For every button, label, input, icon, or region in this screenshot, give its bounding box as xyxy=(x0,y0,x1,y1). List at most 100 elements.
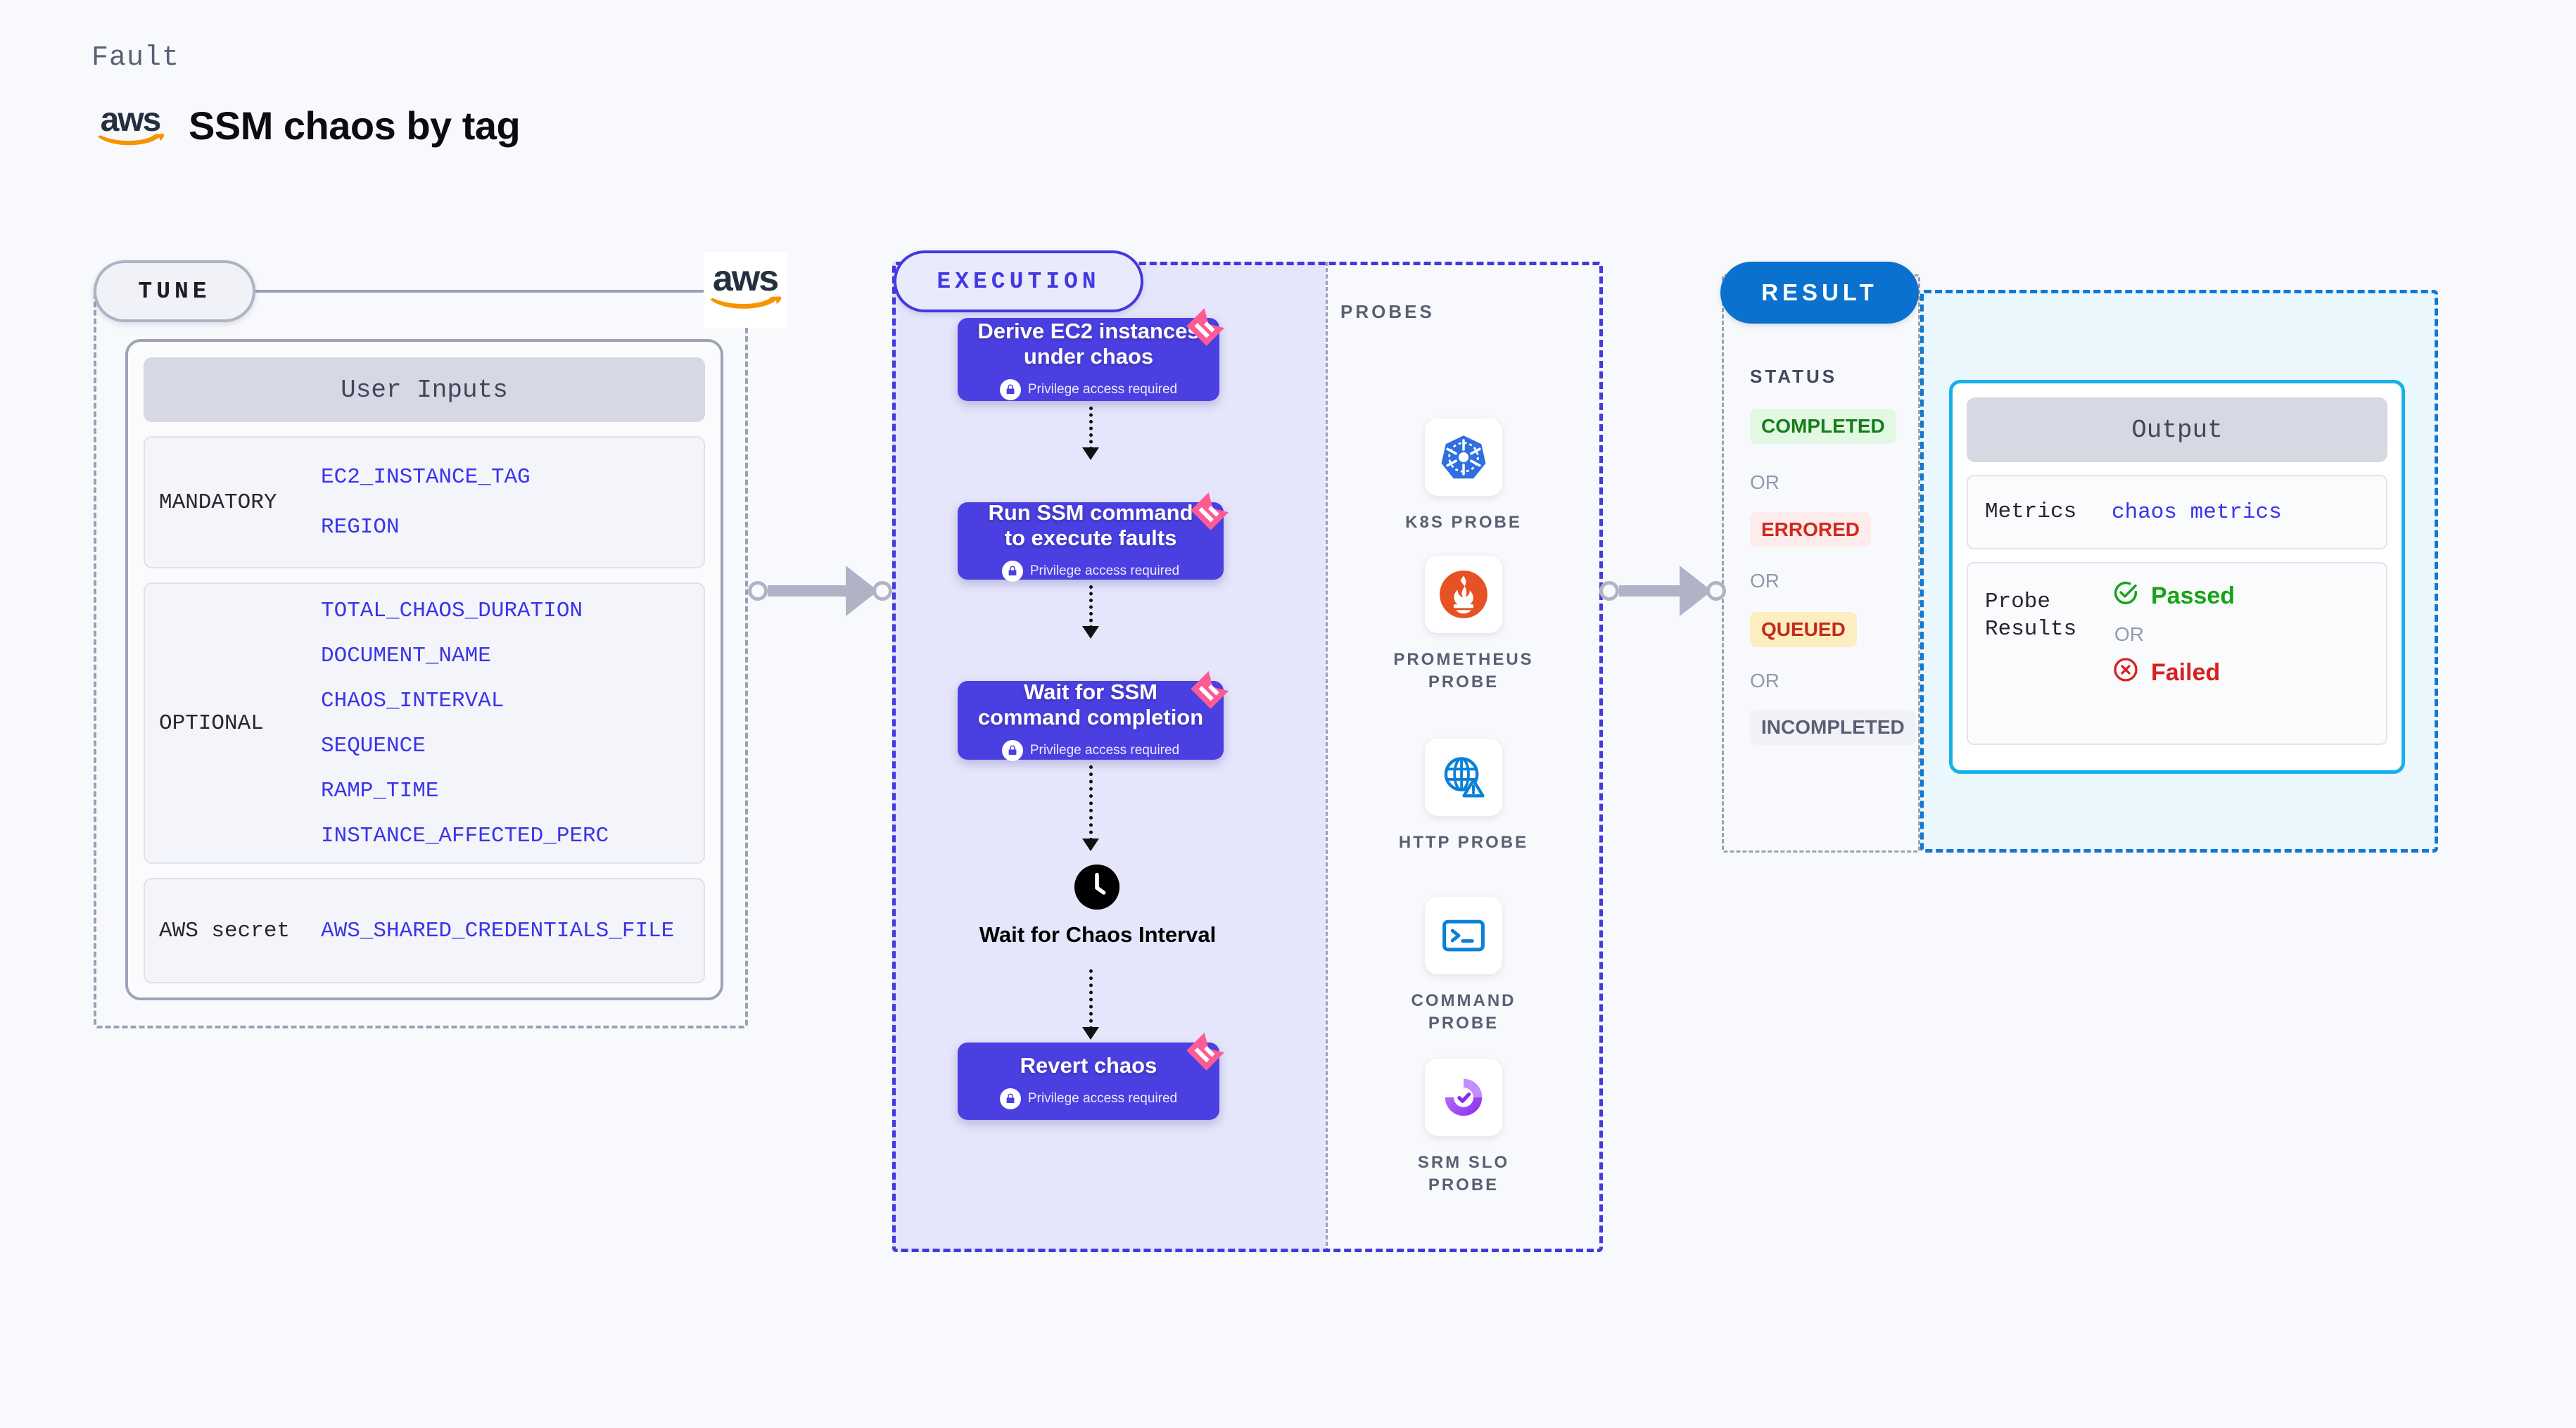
output-row-value[interactable]: chaos metrics xyxy=(2112,499,2282,525)
probes-label: PROBES xyxy=(1340,301,1435,322)
flow-connector-dashed xyxy=(1089,765,1093,841)
input-var[interactable]: EC2_INSTANCE_TAG xyxy=(321,465,531,490)
user-inputs-title: User Inputs xyxy=(144,357,705,422)
flow-connector-dashed xyxy=(1089,407,1093,450)
output-title: Output xyxy=(1967,397,2387,462)
lock-icon xyxy=(999,1088,1021,1109)
lock-icon xyxy=(999,378,1021,400)
or-separator: OR xyxy=(1750,670,1779,691)
connector-execution-to-result xyxy=(1599,566,1726,616)
status-badge-incompleted: INCOMPLETED xyxy=(1750,710,1916,745)
execution-step-card[interactable]: Derive EC2 instances under chaos Privile… xyxy=(958,307,1225,401)
output-row-metrics: Metrics chaos metrics xyxy=(1967,475,2387,549)
output-row-label: Metrics xyxy=(1985,499,2077,524)
status-badge-errored: ERRORED xyxy=(1750,512,1872,547)
privilege-note: Privilege access required xyxy=(1001,739,1180,761)
probe-k8s[interactable]: K8S PROBE xyxy=(1393,419,1534,534)
aws-logo-tune-text: aws xyxy=(712,258,779,299)
kubernetes-icon xyxy=(1425,419,1502,496)
input-group-label: AWS secret xyxy=(159,918,291,943)
privilege-note-text: Privilege access required xyxy=(1027,1090,1178,1106)
input-var[interactable]: SEQUENCE xyxy=(321,733,426,758)
tune-badge[interactable]: TUNE xyxy=(94,260,255,322)
probe-result-failed-text: Failed xyxy=(2151,659,2221,686)
or-separator: OR xyxy=(1750,471,1779,493)
probe-srm-slo[interactable]: SRM SLO PROBE xyxy=(1393,1059,1534,1197)
flow-connector-arrow xyxy=(1082,626,1099,639)
flow-connector-arrow xyxy=(1082,447,1099,460)
execution-step-title: Derive EC2 instances under chaos xyxy=(977,319,1200,369)
connector-start-dot xyxy=(748,581,768,601)
aws-logo: aws xyxy=(91,101,169,150)
aws-smile-icon xyxy=(710,296,782,309)
title-row: aws SSM chaos by tag xyxy=(91,101,521,150)
privilege-note-text: Privilege access required xyxy=(1029,563,1180,578)
connector-bar xyxy=(1619,585,1680,597)
status-badge-completed: COMPLETED xyxy=(1750,409,1896,444)
status-label: STATUS xyxy=(1750,366,1838,387)
privilege-note: Privilege access required xyxy=(999,378,1178,400)
lock-icon xyxy=(1001,739,1023,761)
http-globe-icon xyxy=(1425,739,1502,816)
aws-logo-tune: aws xyxy=(704,252,787,328)
result-status-region xyxy=(1722,274,1920,853)
harness-ribbon-icon xyxy=(1191,670,1229,709)
probe-result-passed-text: Passed xyxy=(2151,582,2235,609)
output-row-label: Probe Results xyxy=(1985,589,2077,642)
execution-step-title: Run SSM command to execute faults xyxy=(988,500,1193,550)
execution-final-step-card[interactable]: Revert chaos Privilege access required xyxy=(958,1032,1225,1120)
input-var[interactable]: INSTANCE_AFFECTED_PERC xyxy=(321,823,609,848)
harness-ribbon-icon xyxy=(1186,307,1225,346)
wait-chaos-interval-label: Wait for Chaos Interval xyxy=(979,922,1217,947)
execution-step-title: Revert chaos xyxy=(1020,1053,1157,1078)
output-row-probe-results: Probe Results Passed OR xyxy=(1967,562,2387,745)
result-badge[interactable]: RESULT xyxy=(1720,262,1919,324)
check-circle-icon xyxy=(2112,579,2140,613)
srm-slo-icon xyxy=(1425,1059,1502,1136)
execution-step-card[interactable]: Run SSM command to execute faults Privil… xyxy=(958,492,1229,582)
execution-step-title: Wait for SSM command completion xyxy=(977,680,1204,729)
probe-label: SRM SLO PROBE xyxy=(1417,1153,1510,1195)
flow-connector-dashed xyxy=(1089,969,1093,1030)
fault-kicker: Fault xyxy=(91,42,180,74)
probe-http[interactable]: HTTP PROBE xyxy=(1393,739,1534,854)
output-card: Output Metrics chaos metrics Probe Resul… xyxy=(1949,380,2405,774)
probe-result-passed: Passed xyxy=(2112,579,2235,613)
input-group-mandatory: MANDATORY EC2_INSTANCE_TAG REGION xyxy=(144,436,705,568)
prometheus-icon xyxy=(1425,556,1502,633)
or-separator: OR xyxy=(2114,623,2144,645)
aws-logo-text: aws xyxy=(100,101,162,139)
harness-ribbon-icon xyxy=(1186,1032,1225,1071)
privilege-note: Privilege access required xyxy=(1001,560,1180,582)
input-var[interactable]: REGION xyxy=(321,515,400,540)
privilege-note-text: Privilege access required xyxy=(1027,381,1178,397)
user-inputs-card: User Inputs MANDATORY EC2_INSTANCE_TAG R… xyxy=(125,339,723,1000)
tune-connector-dashline xyxy=(255,290,748,293)
clock-icon xyxy=(1074,865,1119,910)
lock-icon xyxy=(1001,560,1023,582)
execution-badge[interactable]: EXECUTION xyxy=(894,250,1143,312)
connector-tune-to-execution xyxy=(748,566,892,616)
input-var[interactable]: CHAOS_INTERVAL xyxy=(321,688,505,713)
probe-label: HTTP PROBE xyxy=(1398,833,1529,852)
harness-ribbon-icon xyxy=(1191,492,1229,530)
input-group-label: MANDATORY xyxy=(159,490,277,515)
input-var[interactable]: RAMP_TIME xyxy=(321,778,439,803)
flow-connector-arrow xyxy=(1082,1027,1099,1040)
privilege-note-text: Privilege access required xyxy=(1029,742,1180,758)
page-header: Fault aws SSM chaos by tag xyxy=(91,42,521,150)
execution-badge-label: EXECUTION xyxy=(937,268,1100,295)
probe-command[interactable]: COMMAND PROBE xyxy=(1393,897,1534,1035)
input-var[interactable]: AWS_SHARED_CREDENTIALS_FILE xyxy=(321,918,675,943)
result-badge-label: RESULT xyxy=(1761,279,1878,305)
connector-end-dot xyxy=(873,581,892,601)
input-var[interactable]: TOTAL_CHAOS_DURATION xyxy=(321,598,583,623)
x-circle-icon xyxy=(2112,656,2140,690)
connector-end-dot xyxy=(1706,581,1726,601)
flow-connector-dashed xyxy=(1089,585,1093,629)
input-var[interactable]: DOCUMENT_NAME xyxy=(321,643,491,668)
probe-prometheus[interactable]: PROMETHEUS PROBE xyxy=(1393,556,1534,694)
execution-step-card[interactable]: Wait for SSM command completion Privileg… xyxy=(958,670,1229,761)
probe-label: PROMETHEUS PROBE xyxy=(1393,650,1534,692)
execution-region xyxy=(892,262,1603,1252)
